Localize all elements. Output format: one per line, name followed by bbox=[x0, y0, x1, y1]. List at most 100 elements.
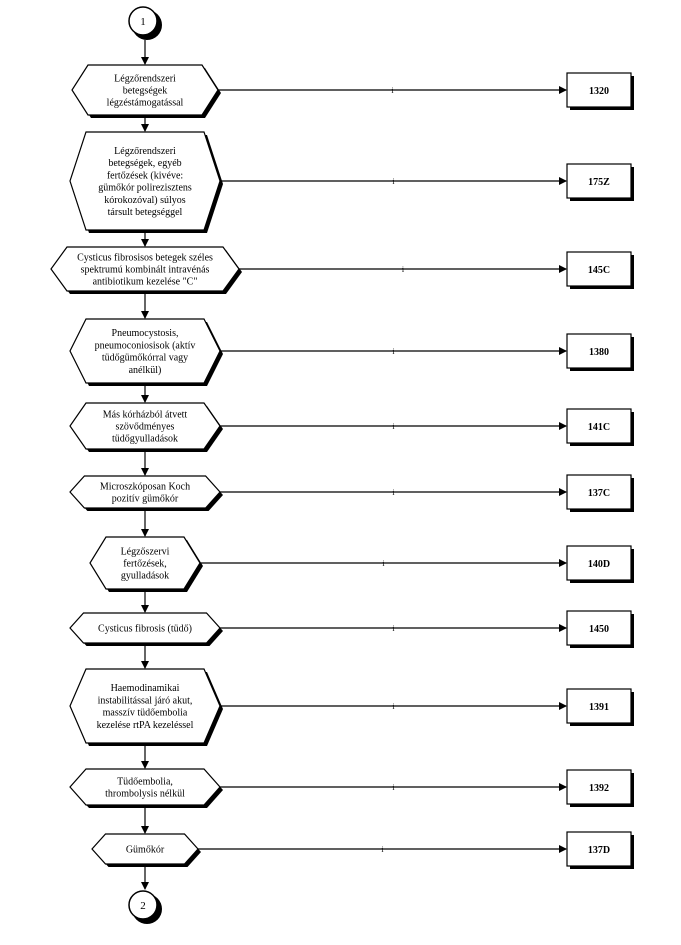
decision-node: Tüdőembolia, thrombolysis nélkül bbox=[69, 768, 223, 808]
decision-node: Microszkóposan Koch pozitív gümőkór bbox=[69, 475, 223, 511]
node-shape bbox=[69, 768, 221, 806]
node-shape bbox=[50, 246, 240, 292]
node-shape bbox=[69, 475, 221, 509]
code-box-frame bbox=[566, 408, 632, 444]
branch-label: i bbox=[392, 488, 395, 497]
node-label-line: betegségek bbox=[123, 86, 167, 97]
code-label: 1391 bbox=[589, 702, 609, 713]
node-label-line: antibiotikum kezelése "C" bbox=[93, 277, 198, 288]
branch-label: i bbox=[381, 845, 384, 854]
code-box: 1391 bbox=[566, 688, 634, 726]
code-box-frame bbox=[566, 610, 632, 646]
node-label-line: légzéstámogatással bbox=[107, 98, 184, 109]
flow-layer: Légzőrendszeri betegségeklégzéstámogatáss… bbox=[50, 40, 634, 890]
node-label-line: kezelése rtPA kezeléssel bbox=[97, 720, 194, 731]
code-box-frame bbox=[566, 251, 632, 287]
branch-label: i bbox=[392, 702, 395, 711]
code-label: 1392 bbox=[589, 783, 609, 794]
node-shape bbox=[71, 64, 219, 116]
code-box: 137D bbox=[566, 831, 634, 869]
node-label-line: Microszkóposan Koch bbox=[100, 481, 190, 492]
code-box: 1392 bbox=[566, 769, 634, 807]
node-label-line: Légzőrendszeri bbox=[114, 73, 176, 84]
code-box-frame bbox=[566, 545, 632, 581]
decision-node: Pneumocystosis,pneumoconiosisok (aktív tü… bbox=[69, 318, 223, 386]
code-label: 137D bbox=[588, 845, 610, 856]
code-box: 140D bbox=[566, 545, 634, 583]
node-label-line: Légzőszervi bbox=[121, 546, 170, 557]
decision-node: Cysticus fibrosis (tüdő) bbox=[69, 612, 223, 646]
code-box-frame bbox=[566, 333, 632, 369]
code-box: 1450 bbox=[566, 610, 634, 648]
code-box-frame bbox=[566, 163, 632, 199]
code-box: 175Z bbox=[566, 163, 634, 201]
code-label: 1450 bbox=[589, 624, 609, 635]
node-label-line: masszív tüdőembolia bbox=[103, 708, 188, 719]
node-label-line: tüdőgyulladások bbox=[112, 434, 178, 445]
code-box-frame bbox=[566, 688, 632, 724]
code-box-frame bbox=[566, 769, 632, 805]
start-connector: 1 bbox=[128, 6, 162, 40]
node-label-line: fertőzések, bbox=[123, 559, 167, 570]
code-label: 137C bbox=[588, 488, 610, 499]
node-label-line: betegségek, egyéb bbox=[108, 158, 181, 169]
node-label-line: Tüdőembolia, bbox=[117, 776, 173, 787]
node-label-line: fertőzések (kivéve: bbox=[107, 170, 183, 181]
branch-label: i bbox=[392, 783, 395, 792]
node-label-line: pneumoconiosisok (aktív bbox=[95, 340, 196, 351]
end-connector-label: 2 bbox=[140, 900, 146, 912]
code-box-frame bbox=[566, 831, 632, 867]
code-box: 1380 bbox=[566, 333, 634, 371]
node-label-line: szövődményes bbox=[116, 422, 175, 433]
node-label-line: thrombolysis nélkül bbox=[105, 789, 185, 800]
code-box: 141C bbox=[566, 408, 634, 446]
node-label-line: Más kórházból átvett bbox=[103, 409, 188, 420]
node-label-line: Légzőrendszeri bbox=[114, 146, 176, 157]
code-box: 137C bbox=[566, 474, 634, 512]
branch-label: i bbox=[391, 86, 394, 95]
code-label: 140D bbox=[588, 559, 610, 570]
node-shape bbox=[69, 612, 221, 644]
decision-node: Gümőkór bbox=[91, 833, 201, 867]
decision-node: Cysticus fibrosisos betegek széles spektr… bbox=[50, 246, 242, 294]
node-shape bbox=[69, 402, 221, 450]
node-label-line: instabilitással járó akut, bbox=[98, 695, 193, 706]
code-box-frame bbox=[566, 72, 632, 108]
code-label: 1320 bbox=[589, 86, 609, 97]
node-shape bbox=[91, 833, 199, 865]
node-label-line: társult betegséggel bbox=[108, 207, 183, 218]
branch-label: i bbox=[392, 347, 395, 356]
decision-node: Légzőszervi fertőzések,gyulladások bbox=[89, 536, 203, 592]
node-label-line: Gümőkór bbox=[126, 845, 165, 856]
node-label-line: anélkül) bbox=[129, 365, 162, 376]
node-label-line: Pneumocystosis, bbox=[112, 328, 179, 339]
node-label-line: Cysticus fibrosisos betegek széles bbox=[77, 252, 213, 263]
end-connector: 2 bbox=[128, 890, 162, 924]
decision-node: Légzőrendszeri betegségeklégzéstámogatáss… bbox=[71, 64, 221, 118]
node-label-line: tüdőgümőkórral vagy bbox=[102, 353, 188, 364]
node-label-line: kórokozóval) súlyos bbox=[104, 195, 185, 206]
node-shape bbox=[89, 536, 201, 590]
code-label: 141C bbox=[588, 422, 610, 433]
node-shape bbox=[69, 131, 221, 231]
code-box-frame bbox=[566, 474, 632, 510]
branch-label: i bbox=[382, 559, 385, 568]
branch-label: i bbox=[402, 265, 405, 274]
node-label-line: Cysticus fibrosis (tüdő) bbox=[98, 624, 192, 635]
node-label-line: Haemodinamikai bbox=[111, 683, 180, 694]
start-connector-label: 1 bbox=[140, 16, 146, 28]
node-shape bbox=[69, 668, 221, 744]
node-label-line: spektrumú kombinált intravénás bbox=[81, 265, 210, 276]
code-label: 145C bbox=[588, 265, 610, 276]
node-label-line: pozitív gümőkór bbox=[112, 494, 179, 505]
decision-node: Más kórházból átvett szövődményestüdőgyul… bbox=[69, 402, 223, 452]
branch-label: i bbox=[392, 624, 395, 633]
node-label-line: gyulladások bbox=[121, 571, 169, 582]
code-box: 145C bbox=[566, 251, 634, 289]
code-label: 175Z bbox=[588, 177, 610, 188]
code-box: 1320 bbox=[566, 72, 634, 110]
node-shape bbox=[69, 318, 221, 384]
